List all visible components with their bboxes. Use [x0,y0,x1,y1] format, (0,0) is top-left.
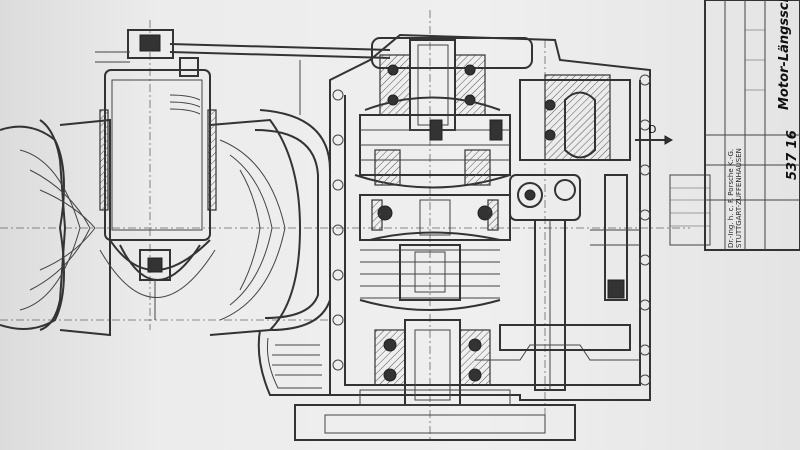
drawing-number: 537 16 [785,130,800,180]
blower-housing [0,109,331,337]
middle-bearings [359,194,511,241]
control-linkage [95,29,391,115]
blower-hub [99,69,217,320]
section-marker-label: D [648,123,656,136]
firm-location: STUTTGART-ZUFFENHAUSEN [735,148,743,248]
intake-duct [257,325,576,441]
section-marker: D [635,123,674,145]
gear-train [475,74,640,391]
revision-notes [669,174,711,246]
firm-name: Dr.-Ing. h. c. F. Porsche K.-G. [727,149,735,248]
upper-shaft-assembly [354,39,511,189]
drawing-title: Motor-Längsschn [777,0,792,110]
crankcase [329,33,651,401]
crankshaft-lower [359,244,511,406]
title-block: Motor-Längsschn 537 16 Dr.-Ing. h. c. F.… [704,0,800,251]
